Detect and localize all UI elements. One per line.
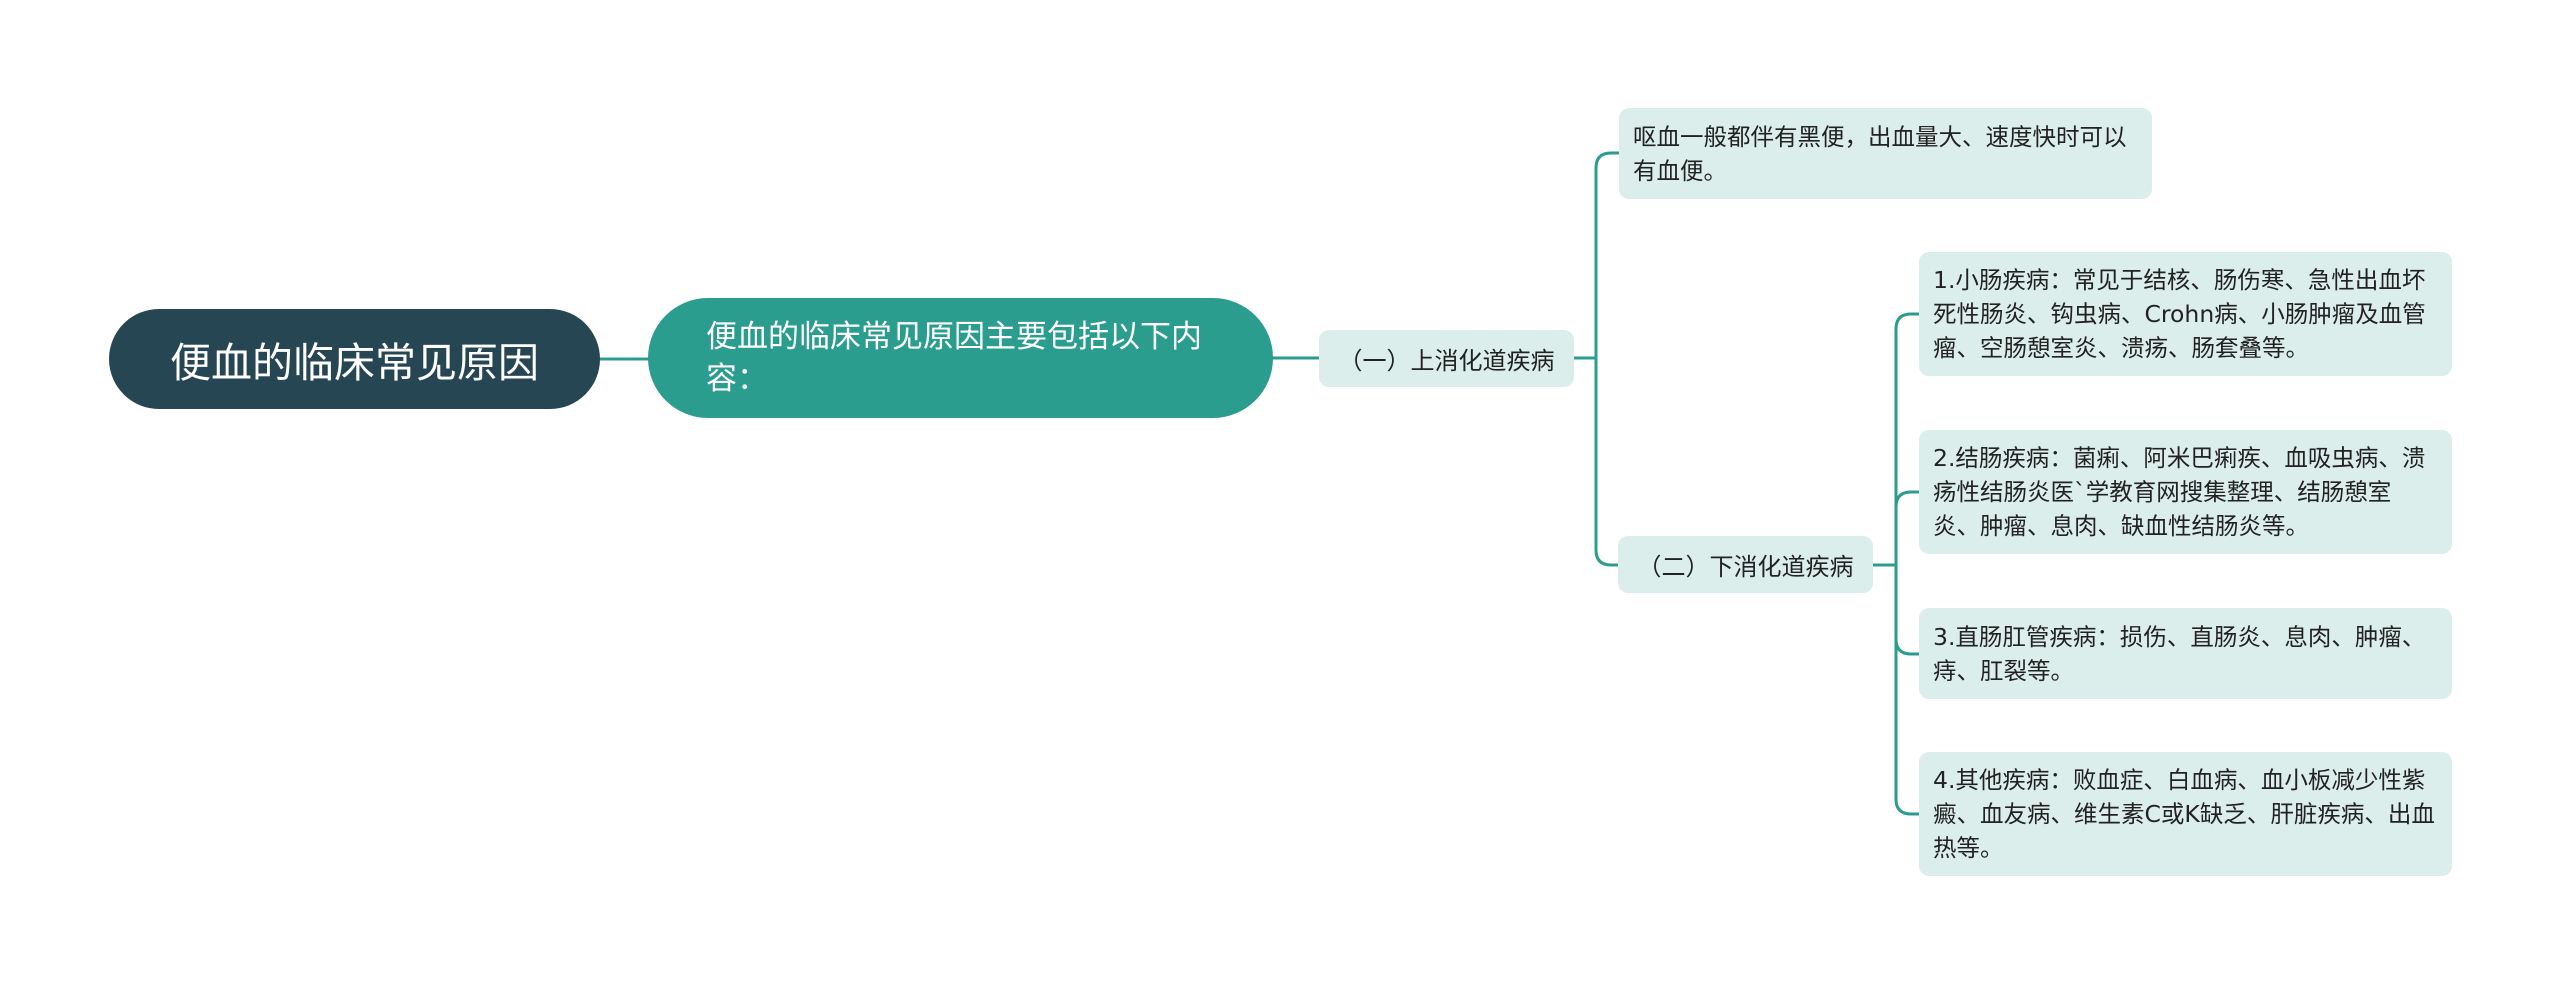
leaf-small-intestine[interactable]: 1.小肠疾病：常见于结核、肠伤寒、急性出血坏死性肠炎、钩虫病、Crohn病、小肠… (1919, 252, 2452, 376)
connector-lower-gi-to-rectum (1894, 563, 1921, 656)
leaf-rectum-anus[interactable]: 3.直肠肛管疾病：损伤、直肠炎、息肉、肿瘤、痔、肛裂等。 (1919, 608, 2452, 699)
root-topic-label: 便血的临床常见原因 (170, 339, 539, 387)
leaf-colon[interactable]: 2.结肠疾病：菌痢、阿米巴痢疾、血吸虫病、溃疡性结肠炎医`学教育网搜集整理、结肠… (1919, 430, 2452, 554)
connector-upper-gi-to-lower-gi (1594, 356, 1620, 567)
leaf-rectum-anus-text: 3.直肠肛管疾病：损伤、直肠炎、息肉、肿瘤、痔、肛裂等。 (1933, 622, 2426, 685)
leaf-vomit-blood[interactable]: 呕血一般都伴有黑便，出血量大、速度快时可以有血便。 (1619, 108, 2152, 199)
leaf-vomit-blood-text: 呕血一般都伴有黑便，出血量大、速度快时可以有血便。 (1633, 122, 2127, 185)
leaf-other-diseases[interactable]: 4.其他疾病：败血症、白血病、血小板减少性紫癜、血友病、维生素C或K缺乏、肝脏疾… (1919, 752, 2452, 876)
leaf-small-intestine-text: 1.小肠疾病：常见于结核、肠伤寒、急性出血坏死性肠炎、钩虫病、Crohn病、小肠… (1933, 266, 2426, 362)
main-topic-label: 便血的临床常见原因主要包括以下内容： (706, 319, 1202, 397)
connector-lower-gi-to-small-intestine (1894, 312, 1921, 567)
root-topic[interactable]: 便血的临床常见原因 (109, 309, 600, 409)
main-topic[interactable]: 便血的临床常见原因主要包括以下内容： (648, 298, 1273, 418)
connector-lower-gi-to-other (1894, 563, 1921, 816)
connector-upper-gi-to-vomit-blood (1594, 151, 1621, 360)
branch-lower-gi-label: （二）下消化道疾病 (1637, 553, 1854, 581)
connector-lower-gi-to-colon (1894, 490, 1921, 567)
leaf-other-diseases-text: 4.其他疾病：败血症、白血病、血小板减少性紫癜、血友病、维生素C或K缺乏、肝脏疾… (1933, 766, 2435, 862)
leaf-colon-text: 2.结肠疾病：菌痢、阿米巴痢疾、血吸虫病、溃疡性结肠炎医`学教育网搜集整理、结肠… (1933, 444, 2426, 540)
branch-lower-gi[interactable]: （二）下消化道疾病 (1618, 536, 1873, 593)
branch-upper-gi-label: （一）上消化道疾病 (1338, 347, 1555, 375)
branch-upper-gi[interactable]: （一）上消化道疾病 (1319, 330, 1574, 387)
